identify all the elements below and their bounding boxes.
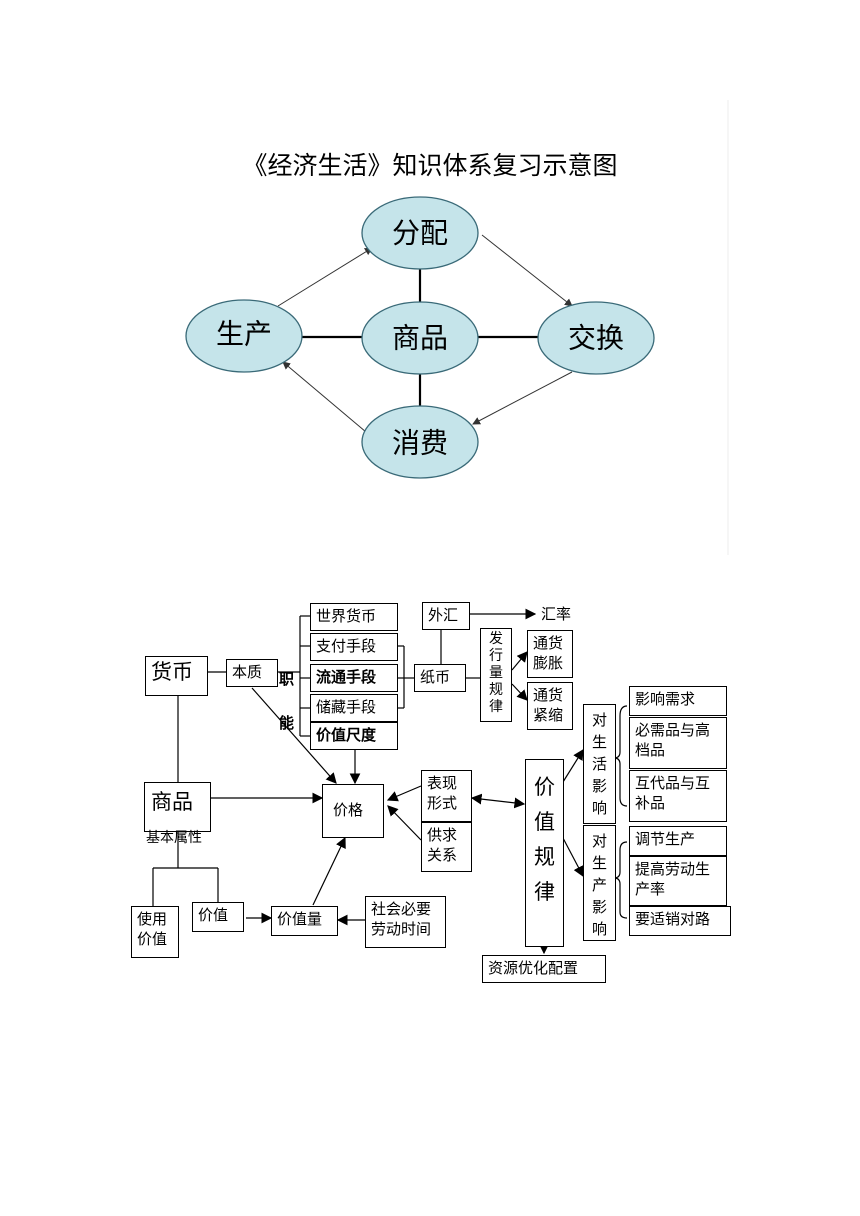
arrow-production-distribution xyxy=(277,247,373,307)
box-regulate-production: 调节生产 xyxy=(629,826,727,856)
node-consumption xyxy=(361,405,479,479)
label-neng: 能 xyxy=(279,714,295,732)
node-production xyxy=(185,299,303,373)
box-effect-on-production: 对生产影响 xyxy=(583,825,616,941)
box-supply-demand: 供求关系 xyxy=(421,822,472,872)
box-inflation: 通货膨胀 xyxy=(527,630,573,678)
box-essence: 本质 xyxy=(226,659,278,687)
node-commodity xyxy=(361,301,479,375)
box-issuance-law: 发行量规律 xyxy=(480,628,512,722)
box-value-magnitude: 价值量 xyxy=(271,906,338,936)
box-necessities-luxuries: 必需品与高档品 xyxy=(629,717,727,769)
box-use-value: 使用价值 xyxy=(131,906,179,958)
box-deflation: 通货紧缩 xyxy=(527,682,573,730)
box-forex: 外汇 xyxy=(422,602,470,630)
label-distribution: 分配 xyxy=(392,217,448,250)
box-affect-demand: 影响需求 xyxy=(629,686,727,716)
box-paper-money: 纸币 xyxy=(414,664,466,692)
arrow-exchange-consumption xyxy=(472,371,573,425)
label-exchange: 交换 xyxy=(568,322,624,355)
box-circulation: 流通手段 xyxy=(310,664,398,692)
label-consumption: 消费 xyxy=(392,427,448,460)
box-payment: 支付手段 xyxy=(310,633,398,661)
box-marketable: 要适销对路 xyxy=(629,906,731,936)
box-effect-on-life: 对生活影响 xyxy=(583,704,616,824)
box-value-measure: 价值尺度 xyxy=(310,722,398,750)
box-storage: 储藏手段 xyxy=(310,694,398,722)
box-price: 价格 xyxy=(322,784,384,838)
box-expression-form: 表现形式 xyxy=(421,770,472,822)
box-improve-productivity: 提高劳动生产率 xyxy=(629,856,727,906)
box-commodity: 商品 xyxy=(144,782,211,832)
box-social-labor-time: 社会必要劳动时间 xyxy=(365,896,446,948)
label-commodity: 商品 xyxy=(392,322,448,355)
box-law-of-value: 价值规律 xyxy=(525,759,564,947)
arrow-distribution-exchange xyxy=(481,234,573,307)
arrow-consumption-production xyxy=(282,361,367,433)
label-exchange-rate: 汇率 xyxy=(541,605,572,623)
box-world-money: 世界货币 xyxy=(310,603,398,631)
node-distribution xyxy=(361,196,479,270)
label-basic-attributes: 基本属性 xyxy=(146,830,202,846)
label-zhi: 职 xyxy=(279,670,295,688)
box-money: 货币 xyxy=(145,656,208,696)
page-title: 《经济生活》知识体系复习示意图 xyxy=(242,151,618,180)
box-value: 价值 xyxy=(192,902,244,932)
cycle-diagram: 分配 生产 商品 交换 消费 xyxy=(185,100,729,555)
box-resource-allocation: 资源优化配置 xyxy=(482,955,606,983)
label-production: 生产 xyxy=(216,318,272,351)
node-exchange xyxy=(537,301,655,375)
box-substitutes-complements: 互代品与互补品 xyxy=(629,770,727,822)
